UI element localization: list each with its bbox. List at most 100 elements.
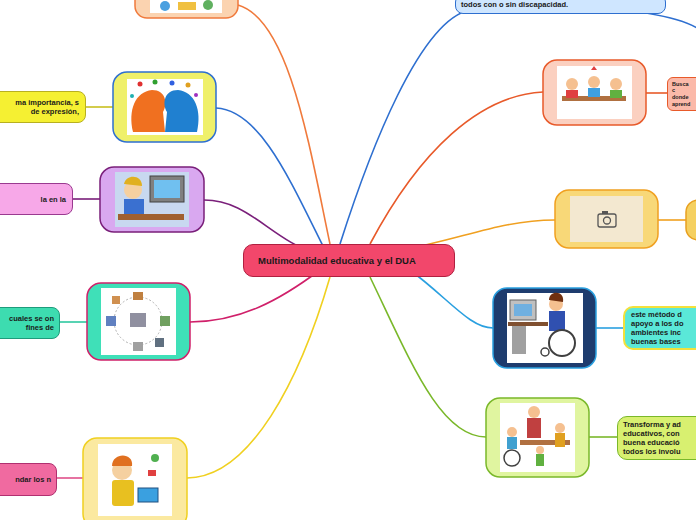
art-shape bbox=[114, 297, 162, 345]
image-boxes bbox=[83, 0, 696, 520]
art-shape bbox=[190, 270, 320, 322]
art-shape bbox=[493, 288, 596, 368]
art-shape bbox=[72, 198, 100, 200]
art-shape bbox=[536, 446, 544, 454]
art-shape bbox=[186, 83, 191, 88]
topic-box: ndar los n bbox=[0, 463, 57, 496]
art-shape bbox=[541, 348, 549, 356]
art-shape bbox=[500, 403, 575, 472]
art-shape bbox=[591, 66, 597, 70]
art-shape bbox=[118, 214, 184, 220]
art-shape bbox=[658, 219, 686, 221]
topic-box: cuales se on fines de bbox=[0, 307, 60, 339]
art-shape bbox=[557, 66, 632, 119]
art-shape bbox=[112, 296, 120, 304]
topic-box: todos con o sin discapacidad. bbox=[455, 0, 666, 14]
topic-box: este método d apoyo a los do ambientes i… bbox=[623, 306, 696, 350]
art-shape bbox=[596, 327, 624, 329]
art-shape bbox=[113, 72, 216, 142]
topic-text: todos con o sin discapacidad. bbox=[461, 0, 660, 9]
art-shape bbox=[112, 480, 134, 506]
art-shape bbox=[549, 330, 575, 356]
art-shape bbox=[570, 196, 643, 242]
art-shape bbox=[340, 10, 470, 244]
art-shape bbox=[527, 418, 541, 438]
topic-box: ma importancia, s de expresión, bbox=[0, 91, 86, 123]
art-shape bbox=[101, 288, 176, 355]
art-shape bbox=[87, 283, 190, 360]
art-shape bbox=[549, 311, 565, 331]
art-shape bbox=[555, 190, 658, 248]
art-shape bbox=[555, 423, 565, 433]
art-shape bbox=[549, 293, 563, 302]
art-shape bbox=[165, 90, 199, 132]
art-shape bbox=[566, 78, 578, 90]
branch-lines bbox=[56, 5, 696, 478]
art-shape bbox=[555, 433, 565, 447]
topic-text: Busca c donde aprend bbox=[672, 81, 693, 107]
art-shape bbox=[410, 270, 493, 328]
art-shape bbox=[131, 90, 165, 132]
art-shape bbox=[98, 444, 172, 516]
art-shape bbox=[504, 450, 520, 466]
art-shape bbox=[588, 88, 600, 97]
art-shape bbox=[106, 316, 116, 326]
art-shape bbox=[130, 313, 146, 327]
art-shape bbox=[528, 406, 540, 418]
topic-box: Busca c donde aprend bbox=[667, 77, 696, 111]
topic-box: la en la bbox=[0, 183, 73, 215]
art-shape bbox=[512, 326, 526, 354]
art-shape bbox=[602, 211, 608, 214]
art-shape bbox=[160, 1, 170, 11]
art-shape bbox=[686, 200, 696, 240]
art-shape bbox=[124, 177, 142, 186]
topic-text: ma importancia, s de expresión, bbox=[11, 98, 79, 116]
art-shape bbox=[598, 214, 616, 227]
topic-text: Transforma y ad educativos, con buena ed… bbox=[623, 420, 693, 456]
art-shape bbox=[536, 454, 544, 466]
art-shape bbox=[507, 427, 517, 437]
art-shape bbox=[370, 277, 486, 437]
art-shape bbox=[133, 292, 143, 300]
art-shape bbox=[85, 106, 113, 108]
art-shape bbox=[510, 300, 536, 320]
art-shape bbox=[610, 90, 622, 98]
art-shape bbox=[127, 79, 203, 135]
topic-text: este método d apoyo a los do ambientes i… bbox=[631, 310, 693, 346]
art-shape bbox=[56, 477, 83, 479]
art-shape bbox=[507, 437, 517, 449]
art-shape bbox=[194, 93, 198, 97]
art-shape bbox=[238, 5, 330, 244]
art-shape bbox=[566, 90, 578, 98]
art-shape bbox=[508, 322, 548, 326]
art-shape bbox=[203, 0, 213, 10]
art-shape bbox=[507, 293, 583, 363]
art-shape bbox=[604, 217, 611, 224]
art-shape bbox=[370, 92, 543, 244]
art-shape bbox=[160, 316, 170, 326]
central-topic: Multimodalidad educativa y el DUA bbox=[243, 244, 455, 277]
art-shape bbox=[543, 60, 646, 125]
art-shape bbox=[154, 180, 180, 198]
topic-text: la en la bbox=[36, 195, 66, 204]
art-shape bbox=[589, 436, 617, 438]
art-shape bbox=[170, 81, 175, 86]
topic-text: cuales se on fines de bbox=[6, 314, 54, 332]
art-shape bbox=[514, 304, 532, 316]
topic-box: Transforma y ad educativos, con buena ed… bbox=[617, 416, 696, 460]
art-shape bbox=[187, 277, 330, 478]
art-shape bbox=[486, 398, 589, 477]
art-shape bbox=[115, 172, 189, 227]
art-shape bbox=[100, 167, 204, 232]
art-shape bbox=[135, 0, 238, 18]
art-shape bbox=[153, 80, 158, 85]
art-shape bbox=[155, 338, 164, 347]
art-shape bbox=[138, 82, 143, 87]
art-shape bbox=[148, 470, 156, 476]
art-shape bbox=[58, 321, 87, 323]
topic-text: ndar los n bbox=[13, 475, 51, 484]
central-topic-text: Multimodalidad educativa y el DUA bbox=[258, 255, 428, 266]
art-shape bbox=[138, 488, 158, 502]
art-shape bbox=[178, 2, 196, 10]
